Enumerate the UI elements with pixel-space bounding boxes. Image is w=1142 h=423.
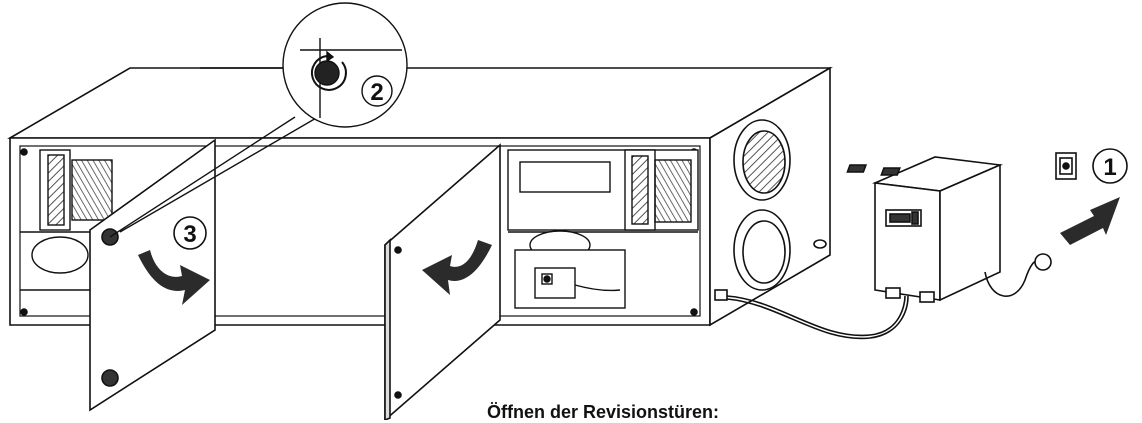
interior-right — [507, 149, 699, 309]
plug-box — [534, 267, 576, 299]
power-cable — [714, 289, 909, 340]
air-ducts — [733, 119, 827, 291]
rotate-arrow-icon — [311, 55, 347, 91]
step-3-marker: 3 — [173, 216, 207, 250]
step-1-label: 1 — [1103, 154, 1116, 181]
interior-left — [20, 149, 113, 291]
door-swing-arrow-icon — [138, 240, 492, 305]
diagram-caption: Öffnen der Revisionstüren: — [487, 402, 720, 422]
step-1-marker: 1 — [1092, 148, 1128, 184]
power-socket-icon — [1055, 152, 1077, 180]
zoom-callout — [109, 2, 408, 238]
step-2-label: 2 — [370, 79, 383, 106]
control-box-icon — [846, 156, 1052, 303]
step-3-label: 3 — [183, 221, 196, 248]
unplug-arrow-icon — [1060, 197, 1120, 245]
